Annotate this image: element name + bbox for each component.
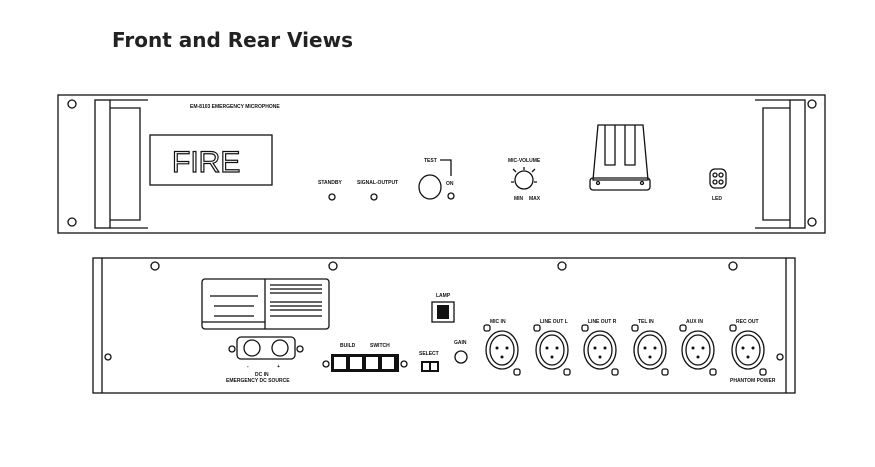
signal-output-label: SIGNAL-OUTPUT <box>357 180 398 186</box>
dc-sub-label: EMERGENCY DC SOURCE <box>226 378 290 384</box>
test-led <box>447 192 455 200</box>
test-button[interactable] <box>418 174 442 200</box>
svg-text:+: + <box>277 364 280 370</box>
build-label: BUILD <box>340 343 356 349</box>
page-title: Front and Rear Views <box>112 28 353 52</box>
right-handle <box>755 99 806 229</box>
test-label: TEST <box>424 158 437 164</box>
switch-label: SWITCH <box>370 343 390 349</box>
terminal-block[interactable] <box>322 354 408 372</box>
front-panel: EM-8103 EMERGENCY MICROPHONE FIRE STANDB… <box>57 94 826 234</box>
rating-label-plate <box>201 278 330 330</box>
microphone-bracket <box>589 124 651 191</box>
xlr-label: LINE OUT R <box>588 319 617 325</box>
xlr-connector[interactable] <box>483 324 521 376</box>
xlr-connector[interactable] <box>631 324 669 376</box>
led-connector <box>709 168 727 189</box>
signal-output-led <box>370 193 378 201</box>
xlr-label: REC OUT <box>736 319 759 325</box>
left-handle <box>94 99 148 229</box>
gain-knob[interactable] <box>454 350 468 364</box>
xlr-label: TEL IN <box>638 319 654 325</box>
led-label: LED <box>712 196 722 202</box>
phantom-label: PHANTOM POWER <box>730 378 776 384</box>
dc-input-terminals[interactable]: -+ <box>228 336 304 370</box>
xlr-connector[interactable] <box>581 324 619 376</box>
mic-volume-label: MIC-VOLUME <box>508 158 541 164</box>
fire-label: FIRE <box>172 146 240 179</box>
lamp-connector[interactable] <box>431 301 455 323</box>
rear-panel: -+ DC IN EMERGENCY DC SOURCE LAMP BUILD … <box>92 257 796 394</box>
gain-label: GAIN <box>454 340 467 346</box>
dc-label: DC IN <box>255 372 269 378</box>
xlr-label: LINE OUT L <box>540 319 568 325</box>
svg-text:-: - <box>247 364 249 370</box>
min-label: MIN <box>514 196 524 202</box>
xlr-connector[interactable] <box>729 324 767 376</box>
xlr-label: MIC IN <box>490 319 506 325</box>
lamp-label: LAMP <box>436 293 451 299</box>
max-label: MAX <box>529 196 541 202</box>
on-label: ON <box>446 181 454 187</box>
xlr-connector[interactable] <box>533 324 571 376</box>
mic-volume-knob[interactable] <box>514 170 534 190</box>
standby-led <box>328 193 336 201</box>
standby-label: STANDBY <box>318 180 342 186</box>
xlr-connector[interactable] <box>679 324 717 376</box>
model-label: EM-8103 EMERGENCY MICROPHONE <box>190 104 280 110</box>
xlr-label: AUX IN <box>686 319 703 325</box>
select-dip-switch[interactable] <box>421 361 439 372</box>
select-label: SELECT <box>419 351 439 357</box>
fire-display <box>149 134 273 186</box>
